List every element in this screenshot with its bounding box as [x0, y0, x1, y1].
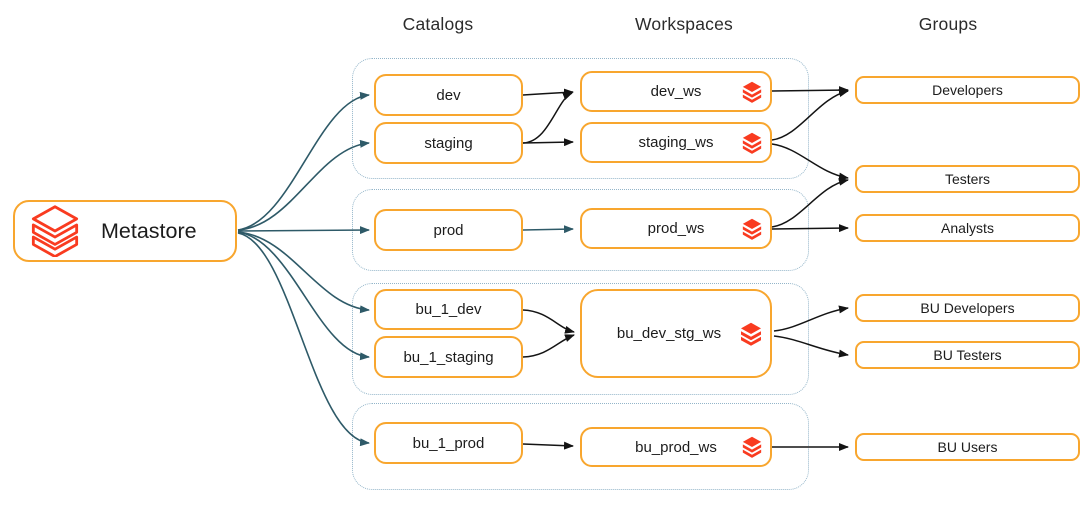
catalog-node-dev: dev — [374, 74, 523, 116]
group-node-analysts: Analysts — [855, 214, 1080, 242]
workspace-node-bu-dev-stg-ws: bu_dev_stg_ws — [580, 289, 772, 378]
group-label: Testers — [944, 171, 991, 187]
catalog-node-prod: prod — [374, 209, 523, 251]
workspace-label: prod_ws — [647, 220, 705, 237]
group-node-developers: Developers — [855, 76, 1080, 104]
group-label: BU Users — [937, 439, 998, 455]
catalog-label: prod — [433, 221, 464, 239]
databricks-icon — [742, 81, 762, 103]
databricks-icon — [742, 218, 762, 240]
catalog-node-bu-1-dev: bu_1_dev — [374, 289, 523, 330]
workspace-label: staging_ws — [638, 134, 714, 151]
group-node-testers: Testers — [855, 165, 1080, 193]
catalog-label: bu_1_prod — [412, 434, 485, 452]
workspace-node-dev-ws: dev_ws — [580, 71, 772, 112]
catalog-label: dev — [436, 86, 461, 104]
catalog-label: bu_1_dev — [415, 301, 482, 318]
workspace-label: dev_ws — [650, 83, 702, 100]
databricks-icon — [742, 132, 762, 154]
databricks-outline-icon — [31, 205, 79, 257]
catalog-node-staging: staging — [374, 122, 523, 164]
workspace-node-staging-ws: staging_ws — [580, 122, 772, 163]
group-label: Developers — [932, 82, 1003, 98]
workspace-node-prod-ws: prod_ws — [580, 208, 772, 249]
databricks-icon — [741, 322, 761, 346]
workspace-node-bu-prod-ws: bu_prod_ws — [580, 427, 772, 467]
workspace-label: bu_prod_ws — [635, 438, 717, 456]
group-node-bu-users: BU Users — [855, 433, 1080, 461]
metastore-node: Metastore — [13, 200, 237, 262]
catalog-label: bu_1_staging — [403, 348, 494, 366]
group-node-bu-testers: BU Testers — [855, 341, 1080, 369]
group-label: BU Testers — [933, 347, 1002, 363]
group-label: BU Developers — [920, 300, 1015, 316]
column-header-catalogs: Catalogs — [402, 14, 474, 34]
catalog-node-bu-1-prod: bu_1_prod — [374, 422, 523, 464]
catalog-label: staging — [424, 134, 473, 152]
group-label: Analysts — [941, 220, 994, 236]
column-header-groups: Groups — [918, 14, 978, 34]
metastore-label: Metastore — [101, 218, 197, 243]
databricks-icon — [742, 436, 762, 458]
group-node-bu-developers: BU Developers — [855, 294, 1080, 322]
column-header-workspaces: Workspaces — [635, 14, 733, 34]
catalog-node-bu-1-staging: bu_1_staging — [374, 336, 523, 378]
workspace-label: bu_dev_stg_ws — [616, 325, 722, 342]
